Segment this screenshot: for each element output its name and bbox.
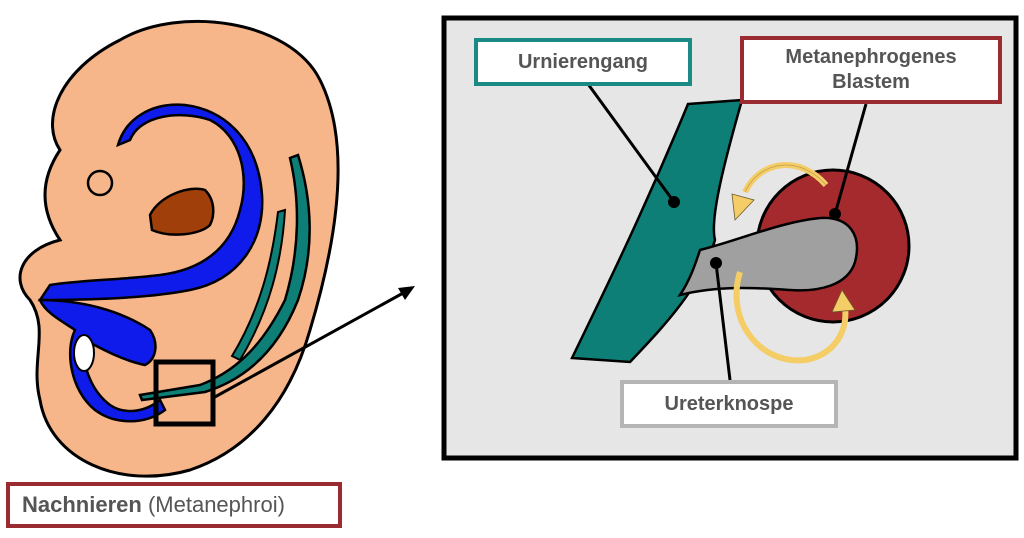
yellow-arrowhead-bottom <box>831 289 856 313</box>
zoom-arrow-line <box>212 290 406 400</box>
pointer-urnierengang <box>586 83 676 203</box>
yellow-arrow-top <box>742 162 829 194</box>
urnierengang-duct <box>570 98 744 364</box>
ureterknospe-bud <box>677 216 859 297</box>
label-metanephrogenes-blastem: Metanephrogenes Blastem <box>740 36 1002 104</box>
label-urnierengang-text: Urnierengang <box>517 50 649 73</box>
pointer-blastem <box>833 103 868 215</box>
zoom-box <box>153 359 216 427</box>
label-urnierengang: Urnierengang <box>474 38 692 86</box>
dot-urnierengang <box>668 196 680 208</box>
label-nachnieren-paren: (Metanephroi) <box>147 492 285 518</box>
pointer-ureterknospe <box>714 262 732 381</box>
dot-blastem <box>829 208 841 220</box>
label-blastem-line2: Blastem <box>832 71 910 93</box>
embryo-teal-duct-inner <box>230 208 287 362</box>
embryo-heart <box>148 187 215 236</box>
embryo-eye <box>86 169 114 197</box>
label-ureterknospe-text: Ureterknospe <box>664 392 794 415</box>
label-nachnieren-bold: Nachnieren <box>22 492 142 518</box>
embryo-body <box>18 19 340 478</box>
dot-ureterknospe <box>710 257 722 269</box>
embryo-white-bulge <box>73 334 95 372</box>
label-nachnieren: Nachnieren (Metanephroi) <box>6 482 342 528</box>
label-blastem-line1: Metanephrogenes <box>785 46 957 68</box>
yellow-arrow-bottom <box>733 271 849 364</box>
zoom-arrow-head <box>398 286 415 300</box>
embryo-teal-duct <box>138 153 311 402</box>
label-ureterknospe: Ureterknospe <box>620 380 838 428</box>
yellow-arrow-top-outline <box>744 164 827 193</box>
yellow-arrowhead-top <box>731 193 755 221</box>
blue-lower-vessel <box>38 298 167 423</box>
